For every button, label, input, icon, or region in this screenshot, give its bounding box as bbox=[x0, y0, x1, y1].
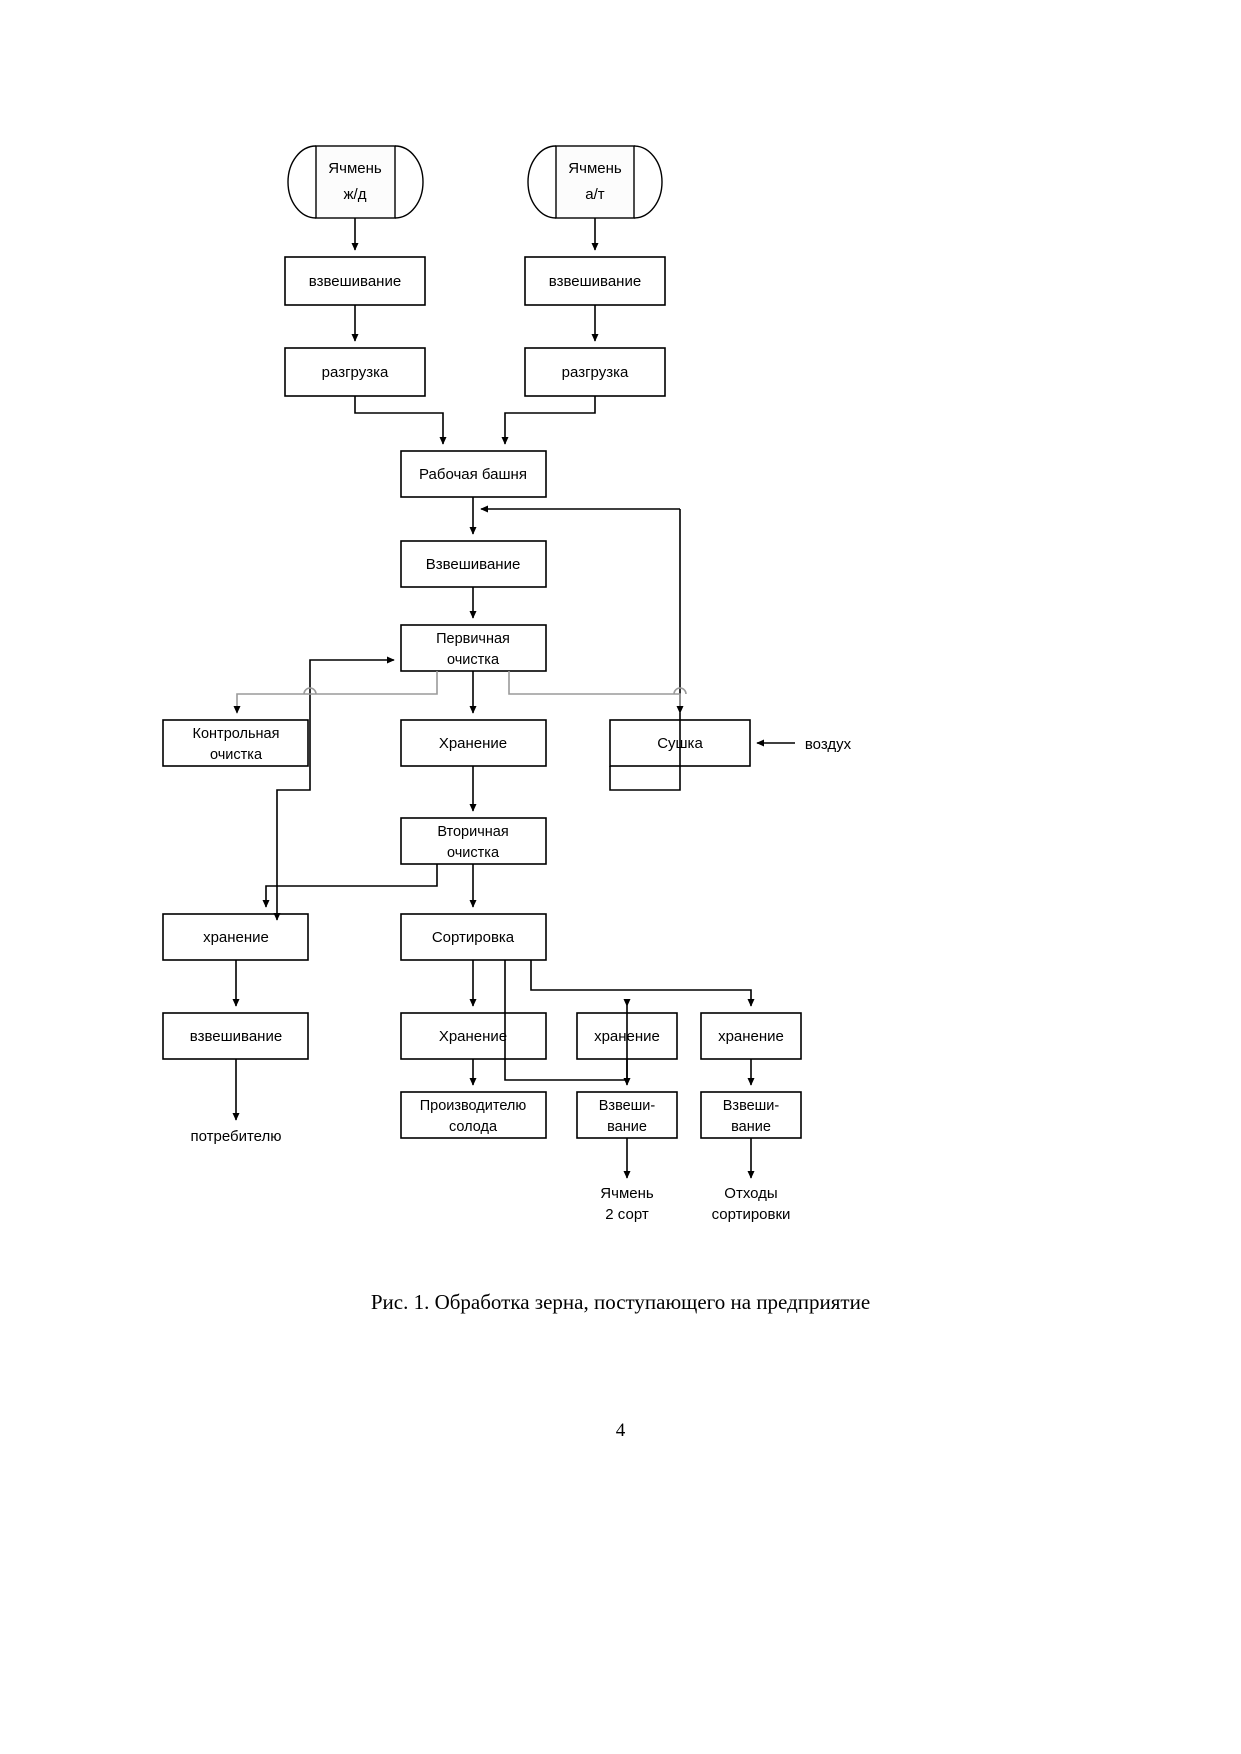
control-cleaning-line1: Контрольная bbox=[193, 726, 280, 742]
to-malt-producer-line2: солода bbox=[449, 1119, 498, 1135]
storage-c-label: хранение bbox=[718, 1028, 784, 1045]
secondary-cleaning-line2: очистка bbox=[447, 845, 500, 861]
node-weighing-b: Взвеши- вание bbox=[576, 1091, 678, 1139]
node-weigh-rail: взвешивание bbox=[284, 256, 426, 306]
control-cleaning-line2: очистка bbox=[210, 747, 263, 763]
node-weigh-truck: взвешивание bbox=[524, 256, 666, 306]
unload-truck-label: разгрузка bbox=[562, 364, 629, 381]
primary-cleaning-line1: Первичная bbox=[436, 631, 510, 647]
primary-cleaning-line2: очистка bbox=[447, 652, 500, 668]
sorting-label: Сортировка bbox=[432, 929, 515, 946]
barley-truck-line1: Ячмень bbox=[568, 160, 622, 177]
barley-rail-line1: Ячмень bbox=[328, 160, 382, 177]
unload-rail-label: разгрузка bbox=[322, 364, 389, 381]
weighing-c-line1: Взвеши- bbox=[723, 1098, 780, 1114]
edge-primary-to-drying bbox=[508, 671, 684, 714]
barley-grade2-line2: 2 сорт bbox=[605, 1206, 649, 1223]
weigh-rail-label: взвешивание bbox=[309, 273, 401, 290]
edge-secondary-to-storage-left bbox=[262, 864, 438, 908]
node-storage-mid: Хранение bbox=[400, 719, 547, 767]
figure-caption: Рис. 1. Обработка зерна, поступающего на… bbox=[370, 1290, 871, 1314]
barley-truck-line2: а/т bbox=[585, 186, 605, 203]
secondary-cleaning-line1: Вторичная bbox=[437, 824, 508, 840]
storage-a-label: Хранение bbox=[439, 1028, 507, 1045]
edge-control-cleaning-loop bbox=[309, 656, 395, 766]
node-control-cleaning: Контрольная очистка bbox=[162, 719, 309, 767]
node-storage-a: Хранение bbox=[400, 1012, 547, 1060]
edge-unload-truck-to-tower bbox=[501, 396, 596, 445]
weighing-main-label: Взвешивание bbox=[426, 556, 521, 573]
to-malt-producer-line1: Производителю bbox=[420, 1098, 527, 1114]
sorting-waste-line2: сортировки bbox=[712, 1206, 791, 1223]
node-sorting: Сортировка bbox=[400, 913, 547, 961]
edge-sorting-to-storage-c bbox=[530, 960, 755, 1007]
node-barley-rail: Ячмень ж/д bbox=[287, 145, 424, 219]
edge-sorting-to-storage-b-path bbox=[504, 960, 628, 1081]
weighing-b-line1: Взвеши- bbox=[599, 1098, 656, 1114]
edge-primary-to-control-cleaning bbox=[233, 671, 438, 714]
barley-rail-line2: ж/д bbox=[344, 186, 367, 203]
line-hop-right bbox=[673, 687, 687, 695]
page-number: 4 bbox=[615, 1420, 626, 1441]
node-secondary-cleaning: Вторичная очистка bbox=[400, 817, 547, 865]
air-label: воздух bbox=[805, 736, 852, 753]
node-weighing-left: взвешивание bbox=[162, 1012, 309, 1060]
storage-mid-label: Хранение bbox=[439, 735, 507, 752]
edge-control-to-storage-left bbox=[273, 766, 311, 921]
node-work-tower: Рабочая башня bbox=[400, 450, 547, 498]
edge-unload-rail-to-tower bbox=[354, 396, 447, 445]
weighing-b-line2: вание bbox=[607, 1119, 647, 1135]
barley-grade2-line1: Ячмень bbox=[600, 1185, 654, 1202]
node-weighing-c: Взвеши- вание bbox=[700, 1091, 802, 1139]
node-storage-left: хранение bbox=[162, 913, 309, 961]
sorting-waste-line1: Отходы bbox=[724, 1185, 777, 1202]
node-barley-truck: Ячмень а/т bbox=[527, 145, 663, 219]
node-unload-truck: разгрузка bbox=[524, 347, 666, 397]
node-storage-c: хранение bbox=[700, 1012, 802, 1060]
node-weighing-main: Взвешивание bbox=[400, 540, 547, 588]
weighing-left-label: взвешивание bbox=[190, 1028, 282, 1045]
weigh-truck-label: взвешивание bbox=[549, 273, 641, 290]
node-primary-cleaning: Первичная очистка bbox=[400, 624, 547, 672]
work-tower-label: Рабочая башня bbox=[419, 466, 527, 483]
line-hop-left bbox=[303, 687, 317, 695]
node-unload-rail: разгрузка bbox=[284, 347, 426, 397]
edge-drying-return-riser bbox=[609, 509, 681, 791]
to-consumer-label: потребителю bbox=[190, 1128, 281, 1145]
node-to-malt-producer: Производителю солода bbox=[400, 1091, 547, 1139]
weighing-c-line2: вание bbox=[731, 1119, 771, 1135]
storage-left-label: хранение bbox=[203, 929, 269, 946]
